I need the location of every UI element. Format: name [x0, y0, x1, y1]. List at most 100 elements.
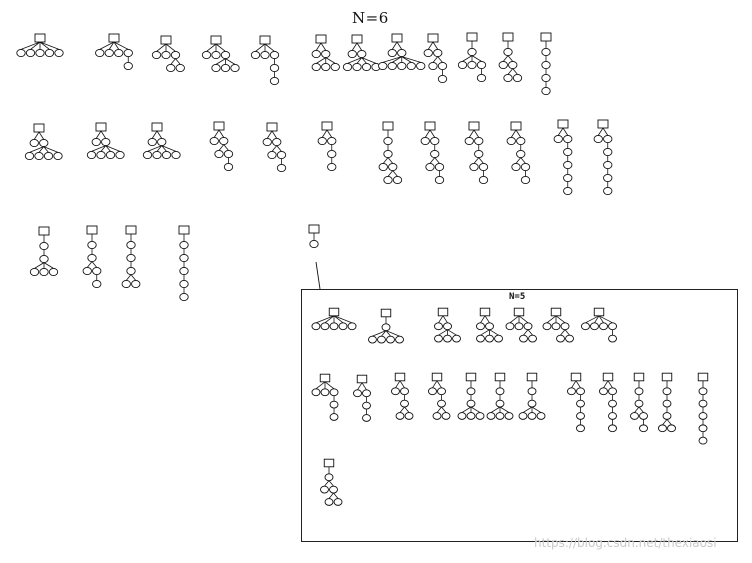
root-box	[557, 119, 569, 129]
tree-node	[630, 412, 639, 420]
tree-node	[214, 149, 224, 159]
tree-node	[420, 136, 430, 146]
inset-tree-10	[391, 372, 414, 420]
main-tree-3	[151, 35, 185, 73]
tree-edge	[432, 56, 439, 63]
tree-node	[434, 322, 443, 331]
root-box	[526, 372, 538, 382]
tree-node	[123, 48, 133, 58]
inset-tree-11	[428, 372, 451, 420]
tree-node	[485, 334, 494, 343]
root-box	[465, 372, 477, 382]
tree-node	[434, 175, 445, 185]
tree-edge	[490, 406, 501, 413]
tree-node	[179, 253, 189, 263]
tree-node	[430, 136, 440, 146]
tree-edge	[562, 127, 569, 136]
tree-node	[698, 436, 708, 445]
tree-edge	[436, 380, 442, 389]
tree-node	[608, 399, 617, 408]
tree-edge	[392, 56, 402, 63]
tree-node	[527, 399, 537, 408]
tree-node	[324, 498, 334, 506]
tree-node	[276, 150, 287, 160]
tree-node	[576, 412, 585, 420]
tree-node	[96, 150, 106, 160]
tree-node	[151, 50, 162, 60]
tree-edge	[507, 68, 514, 75]
tree-edge	[99, 41, 115, 50]
tree-node	[269, 76, 280, 86]
tree-edge	[43, 146, 59, 153]
tree-node	[329, 485, 338, 494]
tree-node	[397, 61, 407, 71]
root-box	[160, 35, 172, 45]
tree-node	[324, 473, 334, 482]
tree-node	[170, 50, 181, 60]
tree-node	[311, 62, 321, 72]
tree-node	[39, 241, 49, 251]
tree-edge	[527, 329, 533, 336]
tree-node	[152, 150, 162, 160]
tree-node	[563, 160, 573, 170]
tree-node	[114, 48, 124, 58]
tree-edge	[357, 382, 363, 391]
root-box	[427, 33, 439, 43]
tree-node	[223, 149, 234, 159]
root-box	[550, 307, 562, 317]
root-box	[437, 307, 449, 317]
tree-edge	[489, 329, 499, 336]
tree-edge	[361, 382, 367, 391]
main-tree-10	[457, 32, 487, 83]
tree-node	[698, 387, 708, 396]
tree-node	[519, 334, 528, 343]
tree-node	[603, 186, 613, 196]
tree-edge	[34, 262, 45, 269]
tree-edge	[473, 129, 480, 138]
tree-edge	[20, 41, 41, 50]
tree-edge	[499, 406, 510, 413]
tree-node	[131, 279, 141, 289]
tree-edge	[399, 406, 405, 413]
tree-node	[658, 424, 667, 433]
tree-node	[486, 412, 496, 420]
tree-edge	[333, 315, 344, 324]
tree-node	[516, 136, 526, 146]
root-box	[593, 307, 605, 317]
main-tree-21	[464, 121, 489, 185]
tree-node	[29, 267, 40, 277]
main-tree-16	[209, 121, 234, 172]
tree-edge	[434, 157, 440, 164]
tree-edge	[461, 406, 472, 413]
tree-node	[179, 279, 189, 289]
tree-node	[311, 49, 321, 59]
tree-node	[576, 399, 585, 408]
main-tree-5	[250, 35, 280, 86]
tree-node	[317, 136, 327, 146]
tree-edge	[396, 41, 403, 50]
root-box	[33, 123, 45, 133]
tree-node	[560, 322, 570, 331]
inset-tree-19	[697, 372, 709, 445]
tree-node	[35, 48, 45, 58]
tree-node	[377, 335, 386, 344]
root-box	[308, 224, 320, 234]
tree-edge	[156, 130, 163, 139]
tree-node	[503, 47, 513, 57]
tree-edge	[395, 380, 401, 389]
main-tree-1	[16, 33, 64, 58]
tree-edge	[634, 406, 640, 413]
tree-edge	[603, 380, 609, 389]
tree-node	[505, 322, 515, 331]
tree-node	[466, 399, 476, 408]
tree-edge	[147, 145, 162, 152]
tree-node	[272, 137, 282, 147]
tree-node	[523, 322, 533, 331]
tree-edge	[404, 406, 410, 413]
tree-node	[433, 48, 443, 58]
tree-edge	[333, 492, 339, 499]
root-box	[697, 372, 709, 382]
root-box	[602, 372, 614, 382]
tree-edge	[151, 130, 158, 139]
tree-edge	[356, 57, 363, 64]
